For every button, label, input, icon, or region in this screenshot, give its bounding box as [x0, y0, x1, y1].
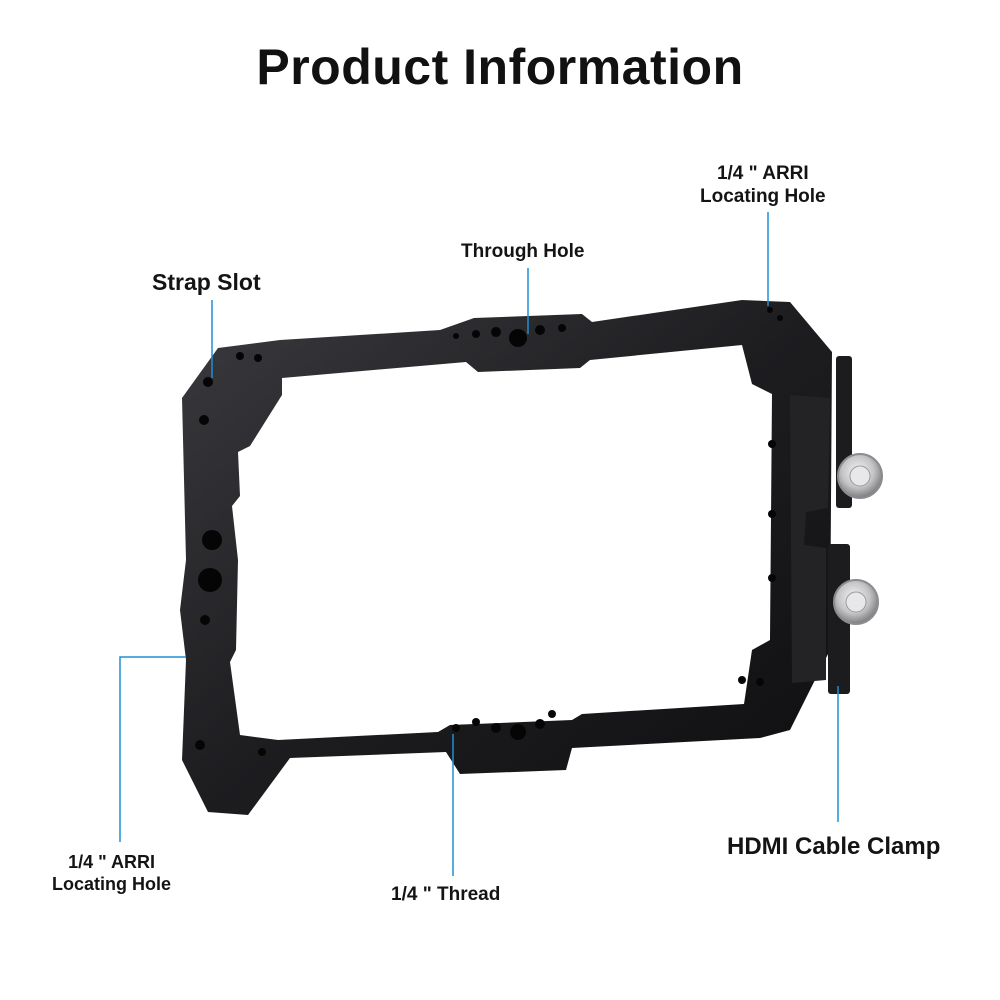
mounting-holes — [195, 307, 783, 756]
leader-arri-bottom — [119, 656, 186, 842]
label-arri-locating-hole-top: 1/4 " ARRI Locating Hole — [700, 162, 826, 208]
monitor-cage-frame — [180, 300, 832, 815]
cage-outline — [180, 300, 832, 815]
label-thread: 1/4 " Thread — [391, 884, 501, 905]
label-line: 1/4 " ARRI — [716, 163, 809, 184]
page-title: Product Information — [256, 39, 744, 95]
hdmi-cable-clamp — [828, 356, 883, 694]
label-strap-slot: Strap Slot — [152, 269, 261, 295]
side-rail — [790, 395, 830, 683]
label-line: 1/4 " ARRI — [68, 852, 155, 872]
label-arri-locating-hole-bottom: 1/4 " ARRI Locating Hole — [52, 852, 171, 896]
label-line: Locating Hole — [700, 186, 826, 208]
label-line: Locating Hole — [52, 873, 172, 894]
leader-lines — [119, 212, 839, 876]
clamp-plate-lower — [828, 544, 850, 694]
label-hdmi-cable-clamp: HDMI Cable Clamp — [727, 833, 941, 860]
label-through-hole: Through Hole — [461, 241, 585, 262]
